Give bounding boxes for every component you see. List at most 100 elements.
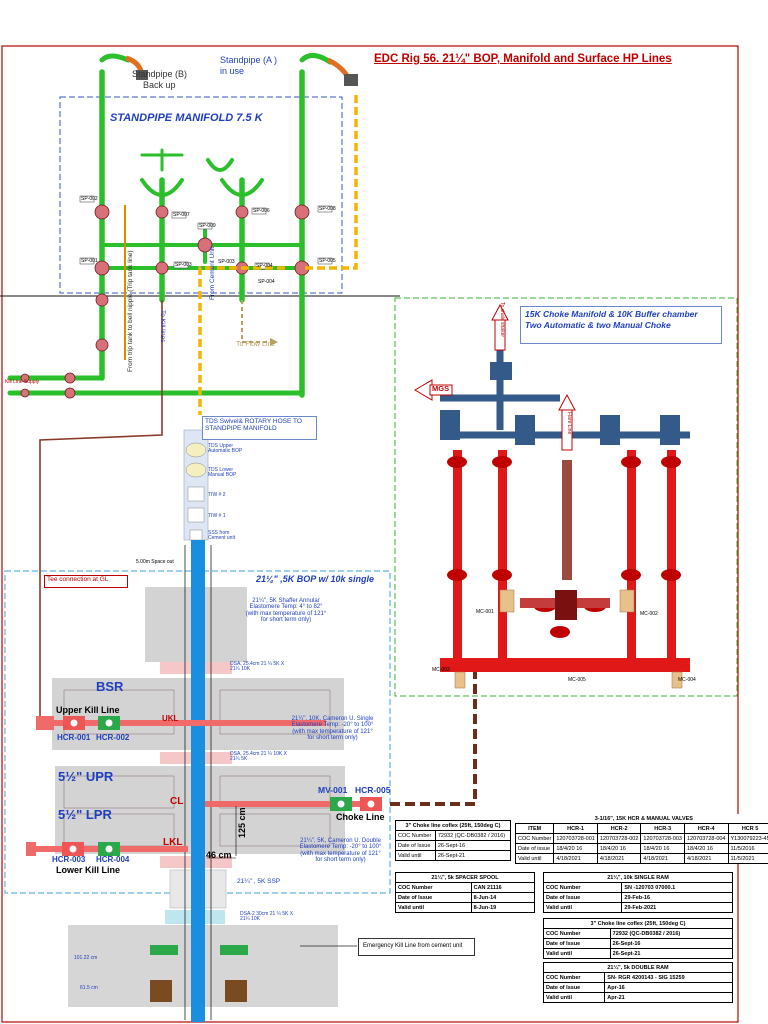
emergency-box: Emergency Kill Line from cement unit: [358, 938, 475, 956]
choke-tag: MC-004: [678, 677, 696, 683]
table-header: HCR 5: [727, 823, 768, 834]
valve-tag: SP-001: [81, 257, 98, 264]
standpipe-valves: [20, 204, 310, 399]
table-caption: 3" Choke line coflex (25ft, 150deg C): [543, 918, 733, 929]
trip-tank-label: From trip tank to bell nipple (Trip tank…: [127, 250, 134, 372]
kill-line-route: [39, 300, 163, 720]
valve-tag: SP-004: [256, 262, 273, 269]
choke-tag: MC-005: [568, 677, 586, 683]
standpipe-manifold-title: STANDPIPE MANIFOLD 7.5 K: [110, 112, 263, 124]
table-caption: 3" Choke line coflex (25ft, 150deg C): [395, 820, 511, 831]
choke-line-label: Choke Line: [336, 812, 385, 822]
dsa1-label: DSA, 25.4cm 21 ¼ 5K X 21¼ 10K: [230, 661, 285, 673]
hydraulic-chokes: [454, 589, 683, 689]
tee-box: Tee connection at GL: [44, 575, 128, 588]
lkl-label: LKL: [163, 837, 183, 848]
hcr-001-label: HCR-001: [57, 733, 91, 742]
valve-tag: SP-007: [173, 211, 190, 218]
hcr-003-label: HCR-003: [52, 855, 86, 864]
valve-tag: SP-003: [218, 259, 235, 265]
upper-kill-line-pipe: [36, 720, 326, 726]
choke-tag: MC-003: [432, 667, 450, 673]
choke-tag: MC-002: [640, 611, 658, 617]
choke-coflex-coc-table: 3" Choke line coflex (25ft, 150deg C) CO…: [543, 918, 734, 959]
choke3-coc-table: 3" Choke line coflex (25ft, 150deg C) CO…: [395, 820, 512, 861]
wellbore: [191, 540, 205, 1022]
choke-line-route: [390, 665, 477, 806]
choke-tag: MC-001: [476, 609, 494, 615]
standpipe-a-coupling: [344, 74, 358, 86]
choke-title-box: 15K Choke Manifold & 10K Buffer chamber …: [520, 306, 722, 344]
valve-tag: SP-005: [319, 257, 336, 264]
standpipe-a-status: in use: [220, 66, 245, 76]
emergency-label: Emergency Kill Line from cement unit: [363, 943, 463, 949]
hcr-002-label: HCR-002: [96, 733, 130, 742]
valve-tag: SP-006: [253, 207, 270, 214]
mv-001-label: MV-001: [318, 785, 348, 795]
table-header: ITEM: [514, 823, 555, 834]
mgs-arrow: [414, 379, 433, 401]
upr-label: 5½" UPR: [58, 769, 114, 784]
table-caption: 21¼", 5k DOUBLE RAM: [543, 962, 733, 973]
upper-auto-label: TDS Upper Automatic BOP: [208, 443, 243, 455]
valve-tag: SP-004: [258, 279, 275, 285]
tds-box-text: TDS Swivel& ROTARY HOSE TO STANDPIPE MAN…: [205, 418, 302, 432]
rotary-hose-route: [198, 266, 285, 415]
cl-label: CL: [170, 796, 184, 807]
bop-title: 21¼" ,5K BOP w/ 10k single: [256, 574, 374, 584]
from-cement-label: From Cement Unit: [209, 246, 216, 300]
standpipe-b-label: Standpipe (B): [132, 69, 188, 79]
standpipe-b-coupling: [136, 70, 148, 80]
single-ram-label: 21¼", 10K, Cameron U. Single Elastomere …: [291, 716, 374, 741]
lower-manual-label: TDS Lower Manual BOP: [208, 467, 237, 479]
kill-supply-label: Kill Line Supply: [5, 379, 40, 385]
standpipe-a-label: Standpipe (A ): [220, 55, 278, 65]
to-kill-lines-label: To Kill lines: [159, 310, 166, 343]
standpipe-piping: [7, 53, 333, 398]
standpipe-a-route: [305, 95, 358, 270]
page-title: EDC Rig 56. 21¼" BOP, Manifold and Surfa…: [374, 53, 672, 65]
dim-125-label: 125 cm: [237, 807, 247, 838]
choke-title-1: 15K Choke Manifold & 10K Buffer chamber: [525, 309, 698, 319]
double-ram-label: 21¼", 5K, Cameron U. Double Elastomere T…: [299, 838, 382, 863]
upper-kill-label: Upper Kill Line: [56, 705, 120, 715]
table-header: HCR-3: [640, 823, 685, 834]
valve-tag-boxes: [79, 195, 333, 270]
ukl-label: UKL: [162, 714, 179, 723]
lpr-label: 5½" LPR: [58, 807, 112, 822]
tiw1-label: TIW # 1: [208, 513, 226, 519]
valve-tag: SP-003: [175, 261, 192, 268]
ram-outline-sketch: [63, 689, 331, 847]
table-header: HCR-2: [596, 823, 642, 834]
spacer-out-label: 5.00m Space out: [136, 559, 174, 565]
dsa2-label: DSA, 25.4cm 21 ¼ 10K X 21¼ 5K: [230, 751, 287, 763]
dsa3-label: DSA-2 30cm 21 ¼ 5K X 21¼ 10K: [240, 911, 294, 923]
dim-a-label: 101.22 cm: [74, 955, 98, 961]
dim-b-label: 61.5 cm: [80, 985, 98, 991]
choke-line-pipe: [205, 801, 365, 807]
flare-label: Flare Line: [566, 412, 572, 435]
hcr-coc-table: 3-1/16", 15K HCR & MANUAL VALVES ITEM HC…: [514, 814, 768, 864]
table-caption: 3-1/16", 15K HCR & MANUAL VALVES: [594, 815, 693, 822]
tds-box: TDS Swivel& ROTARY HOSE TO STANDPIPE MAN…: [202, 416, 317, 440]
to-flow-line-arrow: [270, 338, 278, 346]
tiw2-label: TIW # 2: [208, 492, 226, 498]
valve-tag: SP-002: [81, 195, 98, 202]
standpipe-b-status: Back up: [143, 80, 176, 90]
choke-manifold-boundary: [394, 297, 738, 697]
